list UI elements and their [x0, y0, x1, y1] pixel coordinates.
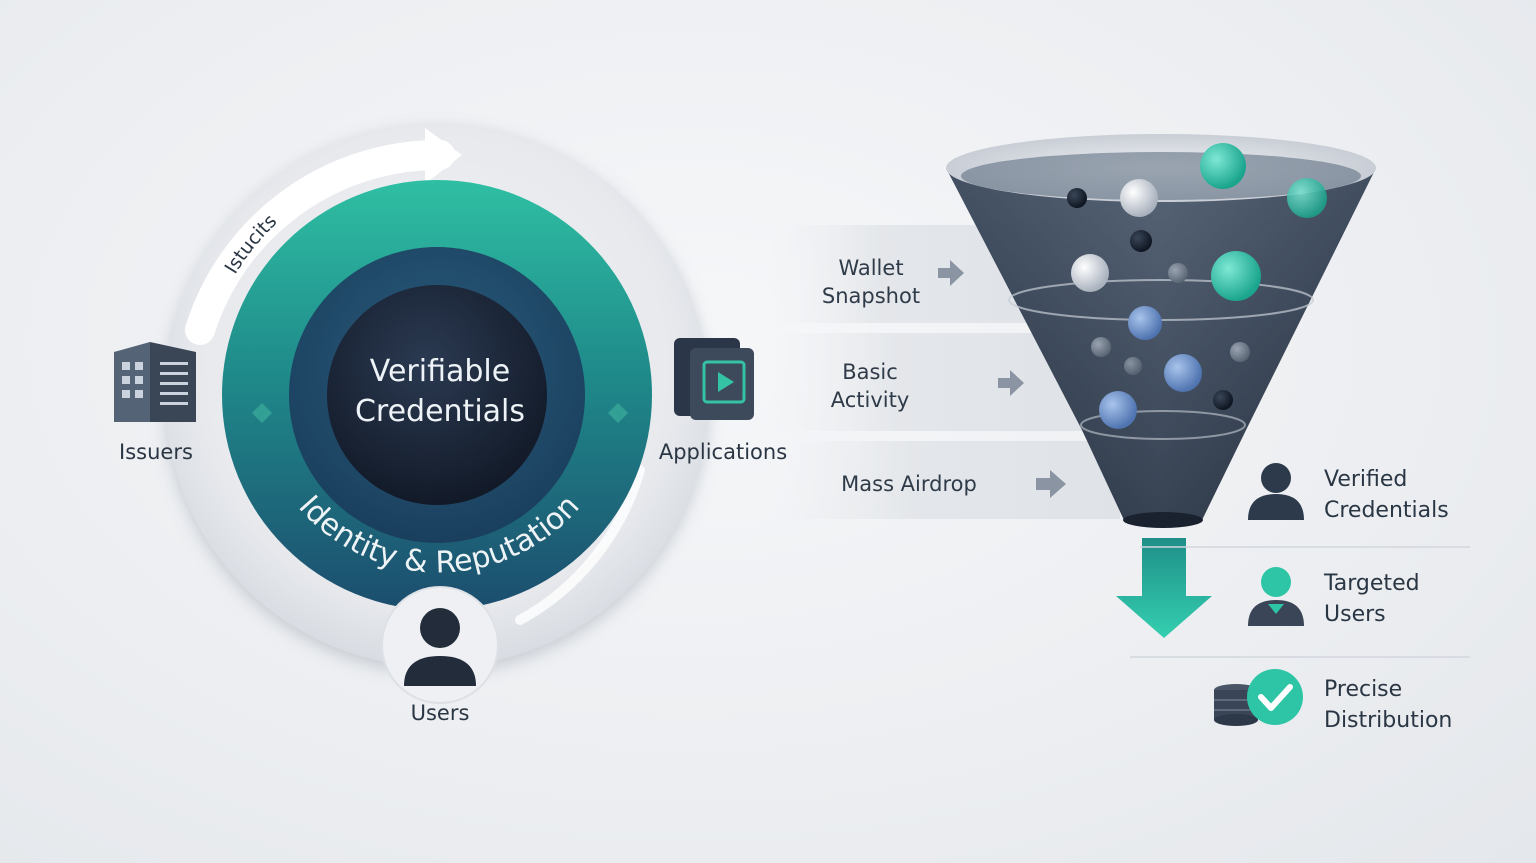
funnel-diagram — [770, 134, 1470, 726]
band-mass-airdrop — [770, 441, 1120, 519]
outcome-line2: Credentials — [1324, 498, 1449, 523]
outcome-line2: Users — [1324, 602, 1386, 627]
center-title-line1: Verifiable — [369, 354, 511, 389]
user-icon — [1248, 463, 1304, 520]
node-label-issuers: Issuers — [119, 440, 193, 464]
arrow-right-icon — [998, 370, 1024, 396]
app-icon — [674, 338, 754, 420]
cycle-diagram: Identity & Reputation Istucits — [114, 123, 754, 704]
node-label-users: Users — [410, 701, 470, 725]
stage-line1: Basic — [842, 360, 898, 384]
diamond-left-icon — [252, 403, 272, 423]
outcome-line1: Precise — [1324, 677, 1403, 702]
outcome-line1: Verified — [1324, 467, 1408, 492]
arrow-right-icon — [938, 260, 964, 286]
stage-basic-activity: Basic Activity — [800, 358, 940, 414]
center-title: Verifiable Credentials — [330, 352, 550, 432]
arrow-right-icon — [1036, 470, 1066, 498]
outcome-line2: Distribution — [1324, 708, 1453, 733]
band-arrow-icons — [938, 260, 1066, 498]
down-arrow-icon — [1116, 538, 1212, 638]
targeted-user-icon — [1248, 567, 1304, 626]
stage-line1: Wallet — [838, 256, 904, 280]
band-basic-activity — [770, 333, 1090, 431]
flow-arrow-icon — [425, 128, 462, 184]
stage-wallet-snapshot: Wallet Snapshot — [800, 254, 942, 310]
stage-line1: Mass Airdrop — [841, 472, 977, 496]
center-title-line2: Credentials — [354, 394, 526, 429]
stage-mass-airdrop: Mass Airdrop — [826, 470, 992, 498]
outcome-targeted-users: Targeted Users — [1324, 568, 1504, 630]
check-database-icon — [1214, 669, 1303, 726]
flow-arc-lower — [515, 465, 645, 625]
flow-arc — [185, 139, 455, 345]
building-icon — [114, 342, 196, 422]
node-label-applications: Applications — [658, 440, 788, 464]
diamond-right-icon — [608, 403, 628, 423]
stage-line2: Snapshot — [821, 284, 921, 308]
stage-line2: Activity — [830, 388, 910, 412]
funnel-tokens — [1067, 143, 1327, 429]
user-icon — [381, 586, 499, 704]
outcome-verified-credentials: Verified Credentials — [1324, 464, 1504, 526]
outcome-line1: Targeted — [1324, 571, 1420, 596]
credential-core — [327, 285, 547, 505]
outcome-precise-distribution: Precise Distribution — [1324, 674, 1514, 736]
